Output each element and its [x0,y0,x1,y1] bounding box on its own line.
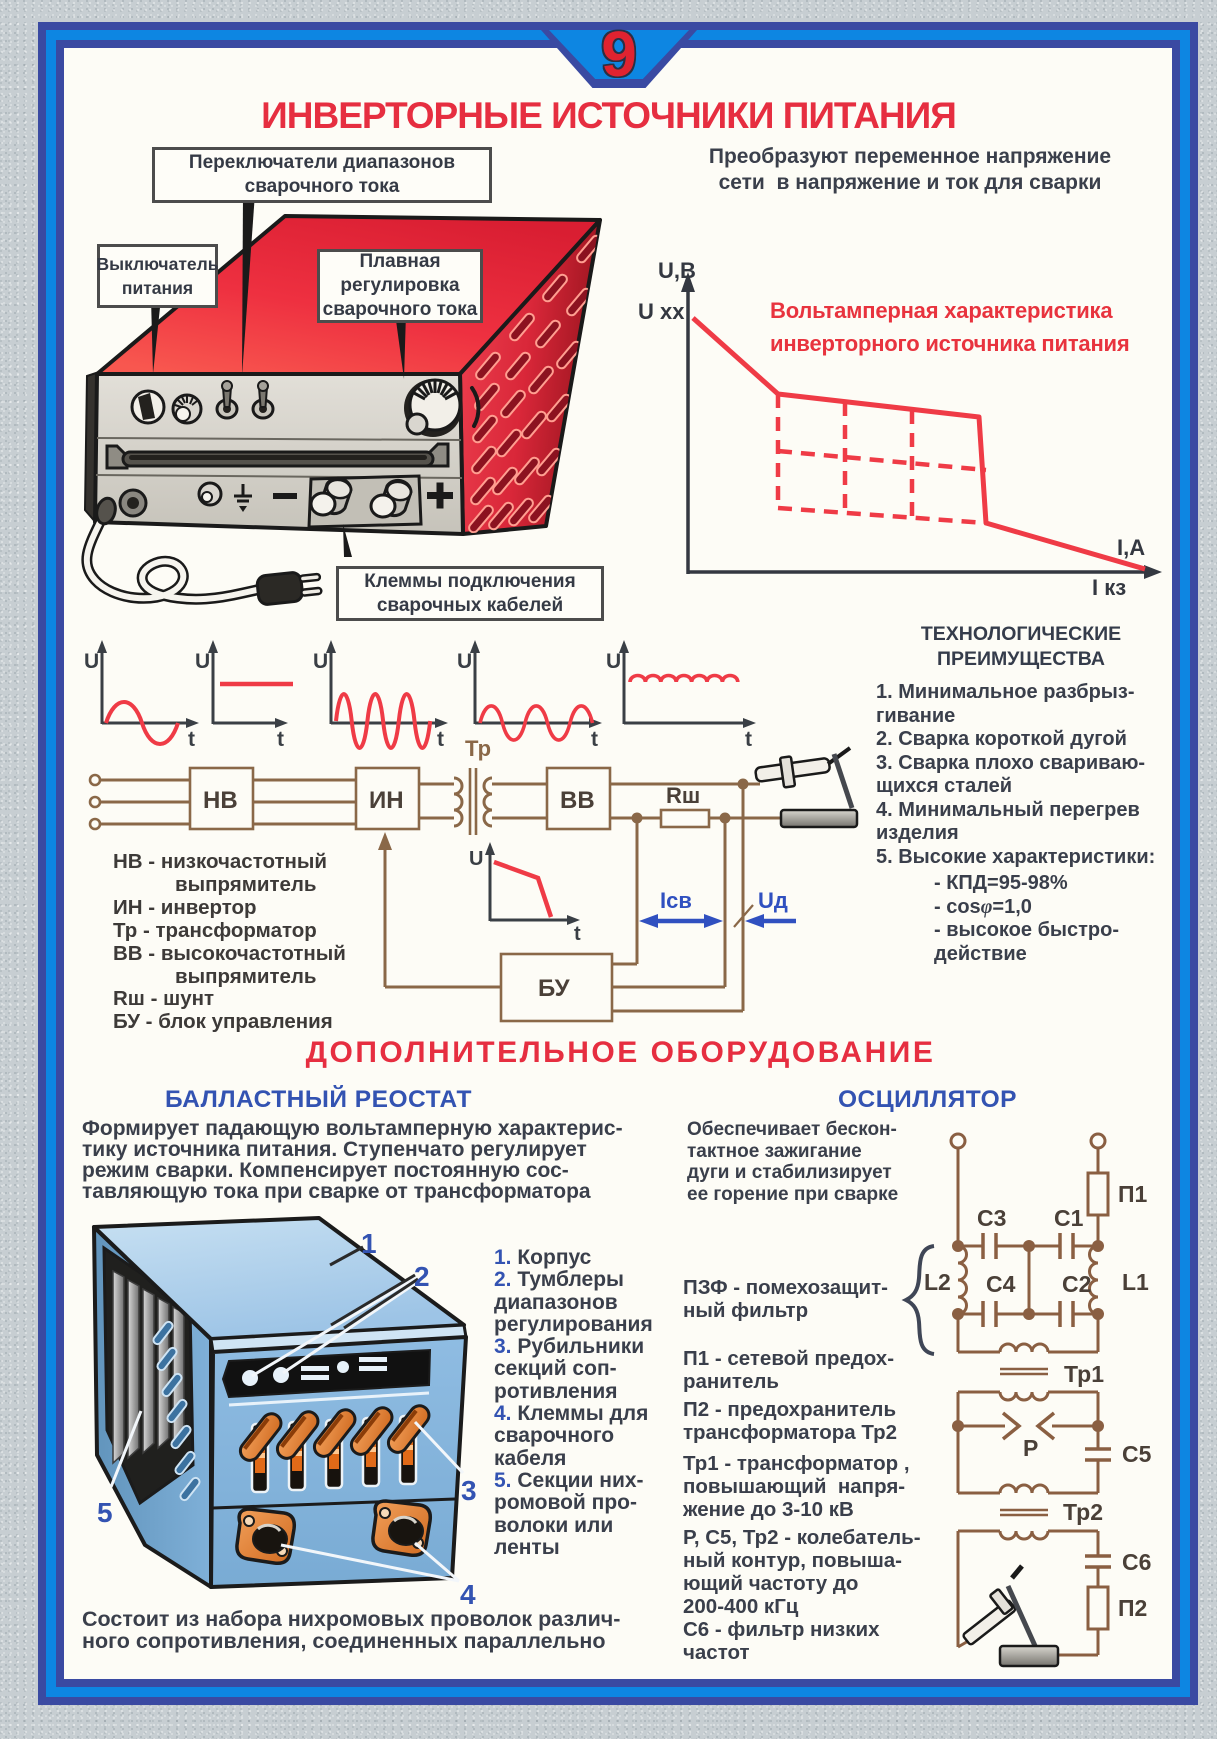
svg-text:U,B: U,B [658,258,696,283]
svg-text:С3: С3 [977,1205,1006,1231]
svg-text:Тр1: Тр1 [1064,1361,1104,1387]
svg-text:С1: С1 [1054,1205,1084,1231]
svg-text:U: U [457,650,472,673]
svg-text:Тр: Тр [465,740,491,761]
svg-text:Rш: Rш [666,783,700,808]
svg-text:П2: П2 [1118,1595,1147,1621]
svg-text:L1: L1 [1122,1269,1149,1295]
svg-text:t: t [745,728,752,751]
svg-text:3: 3 [461,1475,477,1506]
svg-text:Iсв: Iсв [660,888,692,913]
svg-text:I,A: I,A [1117,535,1145,560]
svg-text:U xx: U xx [638,299,685,324]
svg-text:2: 2 [414,1261,430,1292]
svg-text:U: U [84,650,99,673]
svg-text:t: t [277,728,284,751]
svg-text:НВ: НВ [203,787,238,814]
svg-text:С2: С2 [1062,1271,1091,1297]
svg-text:4: 4 [460,1579,476,1610]
svg-text:Uд: Uд [758,888,788,913]
svg-text:С5: С5 [1122,1441,1152,1467]
svg-text:L2: L2 [924,1269,951,1295]
svg-text:t: t [574,923,581,945]
svg-text:БУ: БУ [538,975,571,1002]
svg-text:1: 1 [361,1228,377,1259]
svg-text:Тр2: Тр2 [1063,1499,1103,1525]
svg-text:U: U [469,848,483,870]
svg-text:t: t [437,728,444,751]
svg-text:ИН: ИН [369,787,404,814]
svg-text:5: 5 [97,1497,113,1528]
svg-text:Р: Р [1023,1435,1038,1461]
svg-text:U: U [313,650,328,673]
svg-text:С4: С4 [986,1271,1016,1297]
svg-text:П1: П1 [1118,1181,1148,1207]
svg-text:I кз: I кз [1092,575,1126,600]
svg-text:U: U [606,650,621,673]
svg-text:t: t [188,728,195,751]
svg-text:С6: С6 [1122,1549,1151,1575]
svg-text:t: t [591,728,598,751]
svg-text:ВВ: ВВ [560,787,595,814]
svg-text:U: U [195,650,210,673]
